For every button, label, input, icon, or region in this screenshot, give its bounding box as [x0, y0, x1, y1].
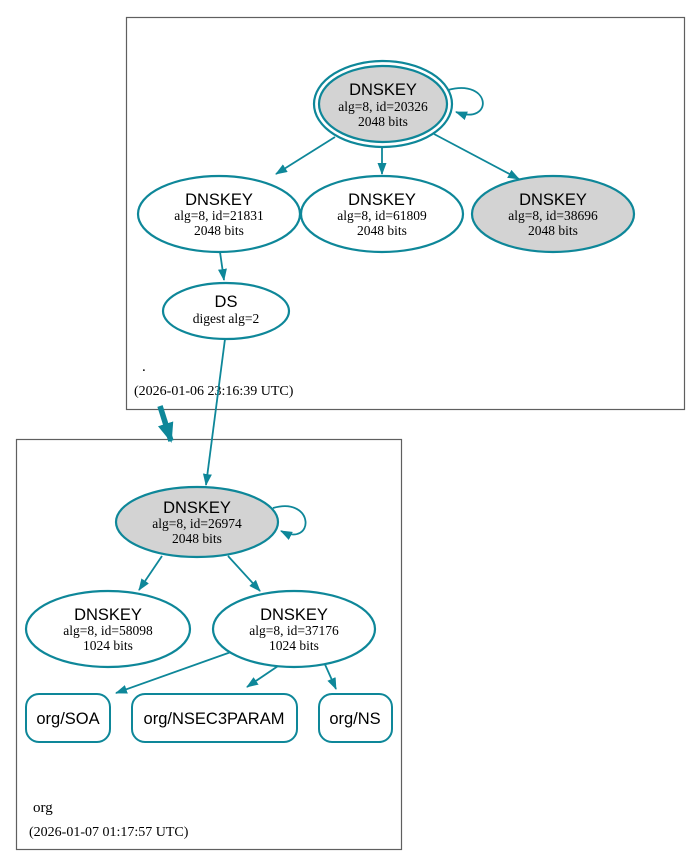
edge-root-delegation-to-org — [157, 405, 174, 443]
dnskey-61809-detail: alg=8, id=61809 — [337, 208, 427, 223]
dnskey-20326-title: DNSKEY — [349, 81, 417, 99]
node-dnskey-38696: DNSKEY alg=8, id=38696 2048 bits — [470, 174, 636, 254]
dnskey-37176-title: DNSKEY — [260, 606, 328, 624]
dnskey-58098-ellipse — [24, 589, 192, 669]
edge-org-ksk-to-58098 — [138, 555, 163, 591]
edge-21831-to-ds — [217, 251, 227, 281]
org-ns-label: org/NS — [329, 710, 380, 728]
edge-root-ksk-to-38696 — [433, 133, 520, 180]
edge-ds-to-org-ksk — [202, 338, 226, 486]
dnskey-26974-ellipse — [114, 485, 280, 559]
dnskey-37176-ellipse — [211, 589, 377, 669]
org-soa-label: org/SOA — [36, 710, 99, 728]
node-dnskey-58098: DNSKEY alg=8, id=58098 1024 bits — [24, 589, 192, 669]
dnskey-37176-detail: alg=8, id=37176 — [249, 623, 339, 638]
edge-org-ksk-to-37176 — [227, 555, 261, 592]
node-dnskey-20326: DNSKEY alg=8, id=20326 2048 bits — [312, 59, 454, 149]
zone-timestamp-org: (2026-01-07 01:17:57 UTC) — [29, 825, 189, 840]
dnskey-26974-title: DNSKEY — [163, 499, 231, 517]
node-dnskey-26974: DNSKEY alg=8, id=26974 2048 bits — [114, 485, 280, 559]
node-dnskey-21831: DNSKEY alg=8, id=21831 2048 bits — [136, 174, 302, 254]
dnskey-58098-detail: alg=8, id=58098 — [63, 623, 153, 638]
node-dnskey-37176: DNSKEY alg=8, id=37176 1024 bits — [211, 589, 377, 669]
dnskey-20326-detail: alg=8, id=20326 — [338, 99, 428, 114]
dnskey-38696-ellipse — [470, 174, 636, 254]
dnskey-21831-detail: alg=8, id=21831 — [174, 208, 263, 223]
node-rrset-org-ns: org/NS — [318, 693, 393, 743]
org-ns-box — [318, 693, 393, 743]
edge-root-ksk-to-21831 — [275, 136, 336, 175]
dnskey-38696-size: 2048 bits — [528, 223, 578, 238]
org-soa-box — [25, 693, 111, 743]
zone-label-root: . — [142, 359, 146, 375]
ds-ellipse — [161, 281, 291, 341]
node-dnskey-61809: DNSKEY alg=8, id=61809 2048 bits — [299, 174, 465, 254]
dnskey-61809-title: DNSKEY — [348, 191, 416, 209]
edge-37176-to-soa — [115, 651, 232, 694]
self-loop-dnskey-20326 — [447, 87, 484, 121]
dnskey-21831-title: DNSKEY — [185, 191, 253, 209]
zone-label-org: org — [33, 800, 53, 816]
node-rrset-org-nsec3param: org/NSEC3PARAM — [131, 693, 298, 743]
org-nsec3param-label: org/NSEC3PARAM — [144, 710, 285, 728]
dnskey-38696-title: DNSKEY — [519, 191, 587, 209]
zone-timestamp-root: (2026-01-06 23:16:39 UTC) — [134, 384, 294, 399]
node-ds-root: DS digest alg=2 — [161, 281, 291, 341]
self-loop-dnskey-26974 — [272, 505, 307, 540]
ds-title: DS — [215, 293, 238, 311]
dnskey-21831-size: 2048 bits — [194, 223, 244, 238]
dnskey-37176-size: 1024 bits — [269, 638, 319, 653]
edge-37176-to-nsec3param — [246, 663, 282, 688]
org-nsec3param-box — [131, 693, 298, 743]
zone-box-root — [125, 16, 686, 411]
dnskey-20326-inner-ring — [317, 64, 449, 144]
dnskey-26974-detail: alg=8, id=26974 — [152, 516, 242, 531]
dnskey-58098-title: DNSKEY — [74, 606, 142, 624]
ds-detail: digest alg=2 — [193, 311, 259, 326]
dnskey-38696-detail: alg=8, id=38696 — [508, 208, 598, 223]
dnskey-61809-size: 2048 bits — [357, 223, 407, 238]
node-rrset-org-soa: org/SOA — [25, 693, 111, 743]
dnskey-26974-size: 2048 bits — [172, 531, 222, 546]
dnskey-61809-ellipse — [299, 174, 465, 254]
dnskey-58098-size: 1024 bits — [83, 638, 133, 653]
dnskey-20326-size: 2048 bits — [358, 114, 408, 129]
zone-box-org — [15, 438, 403, 851]
